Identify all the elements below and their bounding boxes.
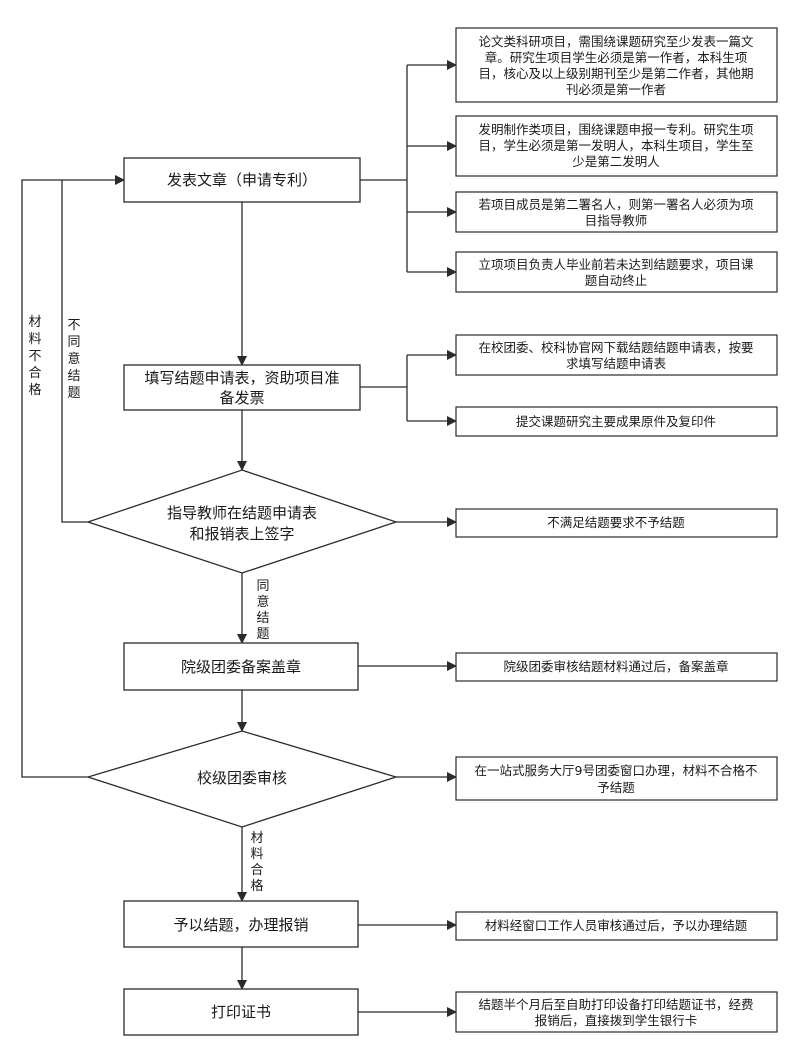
note-invention-line2: 目，学生必须是第一发明人，本科生项目，学生至	[478, 138, 753, 153]
step-reimburse-box	[123, 900, 359, 948]
edge-material-ok-char-1: 材	[250, 831, 263, 846]
edge-labels: 材 料 不 合 格 不 同 意 结 题 同 意 结 题 材 料 合 格	[28, 315, 269, 894]
note-window-line1: 在一站式服务大厅9号团委窗口办理，材料不合格不	[475, 763, 758, 778]
edge-disagree-char-5: 题	[67, 386, 80, 401]
note-submit-label: 提交课题研究主要成果原件及复印件	[516, 414, 716, 429]
main-labels: 发表文章（申请专利） 填写结题申请表，资助项目准 备发票 指导教师在结题申请表 …	[144, 171, 339, 1021]
note-download-line1: 在校团委、校科协官网下载结题结题申请表，按要	[478, 340, 753, 355]
edge-material-fail-char-3: 不	[28, 349, 41, 364]
note-paper-box	[455, 27, 778, 103]
step-advisor-sign-diamond	[85, 469, 399, 574]
edge-disagree-char-1: 不	[67, 318, 80, 333]
note-window-line2: 予结题	[597, 780, 635, 795]
note-window-pass-box	[455, 911, 778, 941]
step-fill-form-box	[123, 364, 361, 411]
note-paper-line4: 刊必须是第一作者	[566, 82, 666, 97]
step-fill-form-label-line1: 填写结题申请表，资助项目准	[144, 369, 339, 387]
step-college-stamp-box	[123, 642, 359, 691]
note-download-box	[455, 334, 778, 376]
note-graduation-box	[455, 251, 778, 293]
step-advisor-sign-label-line2: 和报销表上签字	[189, 525, 294, 543]
note-not-meet-label: 不满足结题要求不予结题	[547, 515, 685, 530]
step-publish-label: 发表文章（申请专利）	[167, 171, 317, 189]
edge-agree-char-1: 同	[256, 579, 269, 594]
step-college-stamp-label: 院级团委备案盖章	[181, 658, 301, 676]
edge-material-fail-char-5: 格	[28, 382, 41, 398]
step-publish-box	[123, 157, 361, 203]
note-cert-line2: 报销后，直接拨到学生银行卡	[535, 1013, 698, 1028]
note-paper-line3: 目，核心及以上级别期刊至少是第二作者，其他期	[478, 66, 753, 81]
main-nodes	[85, 157, 399, 1036]
note-boxes	[455, 27, 778, 1033]
edge-material-fail-char-1: 材	[28, 315, 41, 330]
loop-material-fail	[21, 175, 125, 778]
edge-agree-char-4: 题	[256, 627, 269, 642]
note-cert-box	[455, 991, 778, 1033]
note-graduation-line2: 题自动终止	[585, 273, 648, 288]
note-paper-line1: 论文类科研项目，需围绕课题研究至少发表一篇文	[478, 34, 754, 49]
edge-material-ok-char-2: 料	[250, 847, 263, 862]
note-college-pass-box	[455, 652, 778, 682]
note-second-author-line1: 若项目成员是第二署名人，则第一署名人必须为项	[478, 197, 753, 212]
edge-disagree-char-4: 结	[67, 369, 80, 384]
step-school-review-diamond	[85, 730, 399, 828]
note-window-pass-label: 材料经窗口工作人员审核通过后，予以办理结题	[485, 918, 748, 933]
note-paper-line2: 章。研究生项目学生必须是第一作者，本科生项	[485, 50, 748, 65]
connectors	[21, 60, 457, 1017]
edge-material-fail-char-4: 合	[28, 366, 41, 381]
note-labels: 论文类科研项目，需围绕课题研究至少发表一篇文 章。研究生项目学生必须是第一作者，…	[475, 34, 758, 1028]
step-print-cert-label: 打印证书	[211, 1003, 271, 1021]
edge-disagree-char-2: 同	[67, 335, 80, 350]
edge-disagree-char-3: 意	[67, 351, 80, 367]
step-reimburse-label: 予以结题，办理报销	[173, 916, 308, 934]
edge-material-fail-char-2: 料	[28, 332, 41, 347]
note-second-author-box	[455, 191, 778, 233]
edge-agree-char-3: 结	[256, 611, 269, 626]
note-invention-box	[455, 115, 778, 177]
edge-material-ok-char-3: 合	[250, 863, 263, 878]
note-second-author-line2: 目指导教师	[585, 213, 648, 228]
step-print-cert-box	[123, 988, 359, 1036]
note-invention-line1: 发明制作类项目，围绕课题申报一专利。研究生项	[478, 122, 753, 137]
note-submit-box	[455, 406, 778, 437]
note-download-line2: 求填写结题申请表	[566, 356, 667, 371]
note-college-pass-label: 院级团委审核结题材料通过后，备案盖章	[503, 659, 728, 674]
note-invention-line3: 少是第二发明人	[572, 154, 660, 169]
step-fill-form-label-line2: 备发票	[219, 389, 264, 407]
note-not-meet-box	[455, 508, 778, 538]
note-window-box	[455, 756, 778, 801]
note-cert-line1: 结题半个月后至自助打印设备打印结题证书，经费	[478, 997, 753, 1012]
loop-disagree	[61, 180, 88, 523]
note-graduation-line1: 立项项目负责人毕业前若未达到结题要求，项目课	[478, 257, 754, 272]
step-advisor-sign-label-line1: 指导教师在结题申请表	[167, 504, 317, 522]
edge-agree-char-2: 意	[256, 594, 269, 610]
step-school-review-label: 校级团委审核	[197, 769, 287, 787]
edge-material-ok-char-4: 格	[250, 878, 263, 894]
